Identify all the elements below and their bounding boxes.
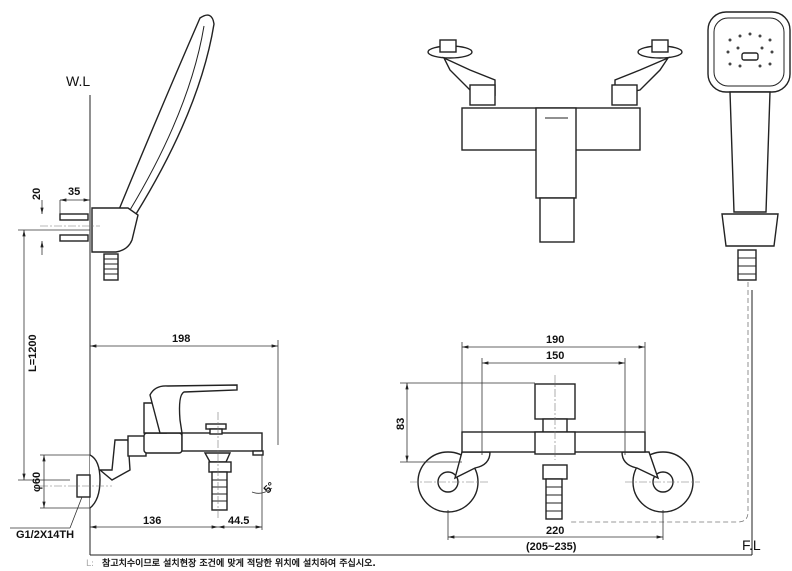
hand-shower-side-view <box>40 14 215 281</box>
dim-20-label: 20 <box>31 188 43 200</box>
dimension-diameter <box>10 454 90 529</box>
wall-line-label: W.L <box>66 73 90 89</box>
note-text: 참고치수이므로 설치현장 조건에 맞게 적당한 위치에 설치하여 주십시오. <box>102 559 376 569</box>
mixer-top-view <box>427 39 683 243</box>
dim-diameter-label: φ60 <box>31 472 43 492</box>
mixer-side-view <box>40 384 264 520</box>
dim-190-label: 190 <box>546 334 564 346</box>
dim-range-label: (205~235) <box>526 541 577 553</box>
dim-35-label: 35 <box>68 186 80 198</box>
mixer-front-view <box>410 375 700 520</box>
angle-label: 5° <box>262 480 278 496</box>
dim-44-5-label: 44.5 <box>228 515 249 527</box>
hand-shower-front-view <box>707 11 791 281</box>
dim-150-label: 150 <box>546 350 564 362</box>
dim-198-label: 198 <box>172 333 190 345</box>
dimension-136-44-5 <box>90 455 273 530</box>
dimension-190-150-83-220 <box>400 342 664 540</box>
dim-136-label: 136 <box>143 515 161 527</box>
dim-220-label: 220 <box>546 525 564 537</box>
dim-height-label: L=1200 <box>27 334 39 372</box>
dimension-20-35 <box>40 198 90 255</box>
thread-label: G1/2X14TH <box>16 529 74 541</box>
dim-83-label: 83 <box>395 418 407 430</box>
installation-note: L: 참고치수이므로 설치현장 조건에 맞게 적당한 위치에 설치하여 주십시오. <box>86 556 376 569</box>
dimension-198 <box>90 340 279 445</box>
note-prefix: L: <box>86 559 95 569</box>
floor-line-label: F.L <box>742 537 761 553</box>
